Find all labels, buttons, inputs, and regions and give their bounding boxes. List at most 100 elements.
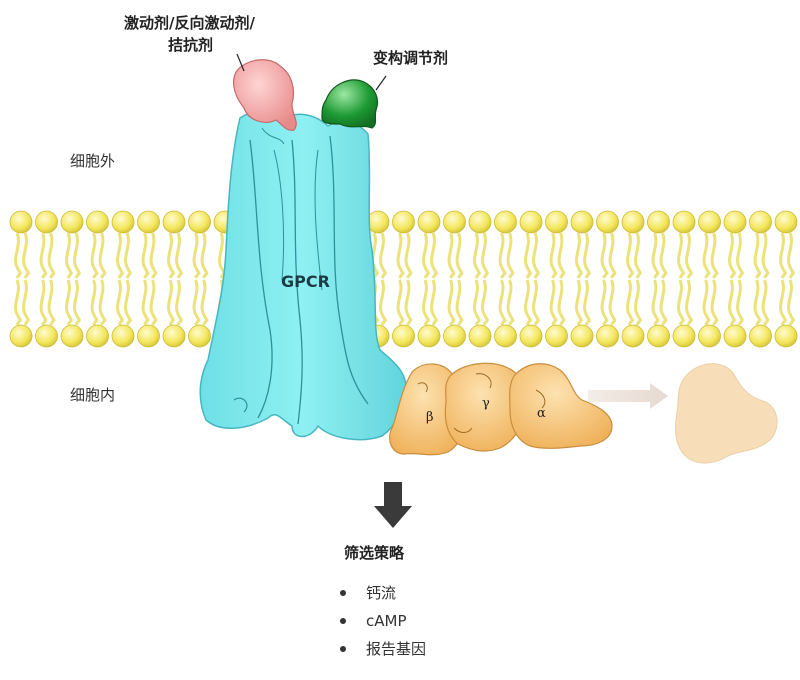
lipid-tail <box>47 232 56 279</box>
lipid-tail <box>532 232 540 279</box>
lipid-head <box>519 324 543 348</box>
lipid-tail <box>753 232 762 279</box>
lipid-tail <box>779 232 787 279</box>
lipid-tail <box>575 279 583 326</box>
lipid-tail <box>677 279 685 326</box>
lipid-head <box>621 210 645 234</box>
lipid-tail <box>141 279 150 326</box>
lipid-tail <box>124 279 132 326</box>
g-gamma-subunit <box>444 362 526 452</box>
lipid-tail <box>430 232 438 279</box>
screening-methods-list: 钙流 cAMP 报告基因 <box>338 582 426 666</box>
lipid-bilayer <box>9 210 798 348</box>
lipid-head <box>723 324 747 348</box>
lipid-tail <box>116 232 124 279</box>
lipid-tail <box>481 279 489 326</box>
gpcr-label: GPCR <box>281 272 330 291</box>
lipid-head <box>417 324 441 348</box>
screening-method-item: 钙流 <box>338 582 426 610</box>
lipid-head <box>749 210 772 234</box>
lipid-head <box>111 324 135 348</box>
lipid-head <box>647 324 670 348</box>
lipid-tail <box>404 279 413 326</box>
lipid-head <box>443 324 466 348</box>
lipid-tail <box>473 279 481 326</box>
lipid-tail <box>702 279 711 326</box>
lipid-tail <box>651 232 660 279</box>
lipid-head <box>698 210 721 234</box>
lipid-head <box>188 324 211 348</box>
lipid-head <box>596 324 619 348</box>
lipid-tail <box>149 232 158 279</box>
lipid-head <box>621 324 645 348</box>
ligand-label: 激动剂/反向激动剂/ 拮抗剂 <box>124 12 255 56</box>
lipid-tail <box>116 279 124 326</box>
lipid-head <box>723 210 747 234</box>
lipid-tail <box>557 232 566 279</box>
lipid-tail <box>124 232 132 279</box>
lipid-tail <box>524 232 532 279</box>
lipid-tail <box>396 279 405 326</box>
lipid-head <box>774 210 798 234</box>
lipid-head <box>494 210 517 234</box>
lipid-tail <box>200 232 209 279</box>
lipid-tail <box>685 232 693 279</box>
lipid-head <box>468 324 492 348</box>
lipid-tail <box>481 232 489 279</box>
lipid-head <box>188 210 211 234</box>
lipid-head <box>86 210 109 234</box>
lipid-tail <box>498 232 507 279</box>
lipid-tail <box>73 279 81 326</box>
lipid-head <box>570 210 594 234</box>
lipid-tail <box>14 279 22 326</box>
g-beta-label: β <box>426 410 434 425</box>
lipid-head <box>392 324 415 348</box>
lipid-head <box>672 210 696 234</box>
lipid-tail <box>90 279 99 326</box>
lipid-tail <box>736 232 744 279</box>
lipid-head <box>545 210 568 234</box>
lipid-tail <box>736 279 744 326</box>
lipid-tail <box>659 232 668 279</box>
lipid-head <box>596 210 619 234</box>
lipid-tail <box>702 232 711 279</box>
lipid-tail <box>22 232 30 279</box>
released-g-alpha <box>675 363 778 464</box>
lipid-head <box>494 324 517 348</box>
lipid-tail <box>710 279 719 326</box>
lipid-tail <box>761 279 770 326</box>
lipid-tail <box>447 232 456 279</box>
lipid-tail <box>422 232 430 279</box>
intracellular-label: 细胞内 <box>70 386 116 404</box>
lipid-tail <box>753 279 762 326</box>
lipid-head <box>417 210 441 234</box>
lipid-tail <box>549 279 558 326</box>
lipid-head <box>35 324 58 348</box>
g-protein <box>389 362 613 456</box>
allosteric-modulator <box>321 79 379 129</box>
lipid-tail <box>447 279 456 326</box>
lipid-tail <box>39 279 48 326</box>
lipid-tail <box>404 232 413 279</box>
lipid-tail <box>779 279 787 326</box>
lipid-tail <box>710 232 719 279</box>
lipid-tail <box>455 279 464 326</box>
release-arrow <box>588 383 668 409</box>
lipid-head <box>749 324 772 348</box>
lipid-head <box>698 324 721 348</box>
lipid-tail <box>608 279 617 326</box>
lipid-head <box>60 210 84 234</box>
lipid-tail <box>634 279 642 326</box>
lipid-tail <box>626 279 634 326</box>
lipid-tail <box>149 279 158 326</box>
lipid-head <box>162 324 186 348</box>
allosteric-label: 变构调节剂 <box>373 49 449 67</box>
lipid-head <box>468 210 492 234</box>
modulator-pointer-line <box>375 75 387 91</box>
lipid-tail <box>192 232 201 279</box>
lipid-tail <box>379 279 387 326</box>
screening-method-item: cAMP <box>338 610 426 638</box>
lipid-tail <box>98 279 107 326</box>
g-alpha-label: α <box>537 406 546 421</box>
